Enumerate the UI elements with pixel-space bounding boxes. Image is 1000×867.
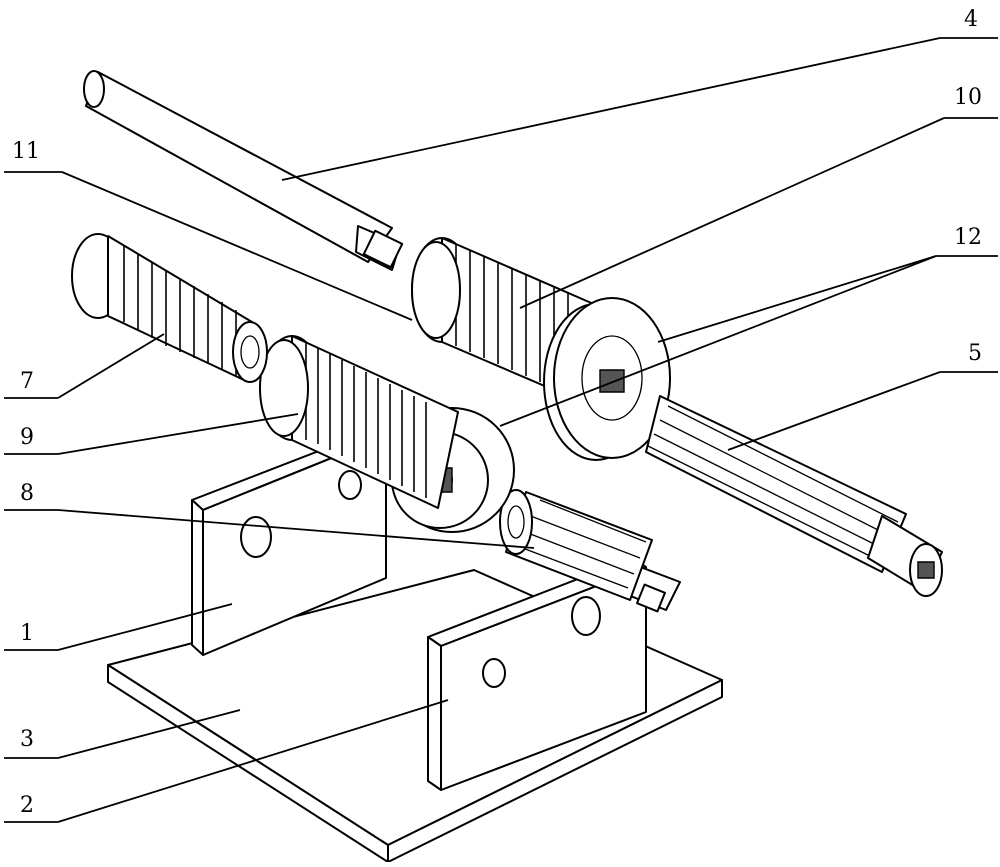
label-12: 12 [954, 225, 982, 250]
label-9: 9 [20, 425, 34, 450]
label-10: 10 [954, 85, 982, 110]
label-3: 3 [20, 727, 34, 752]
label-7: 7 [20, 369, 34, 394]
label-1: 1 [20, 621, 34, 646]
label-8: 8 [20, 481, 34, 506]
label-4: 4 [964, 7, 978, 32]
label-2: 2 [20, 793, 34, 818]
label-11: 11 [12, 139, 40, 164]
threaded-bushing-back [72, 234, 267, 382]
label-5: 5 [968, 341, 982, 366]
back-shaft [84, 71, 402, 270]
